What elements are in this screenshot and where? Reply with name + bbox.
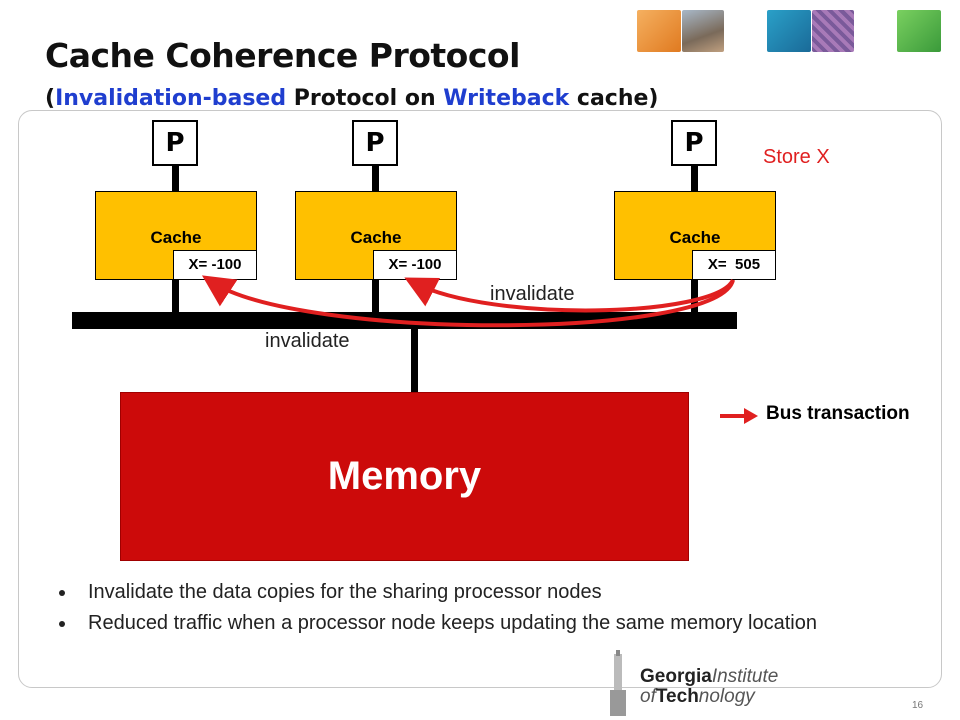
subtitle-highlight-invalidation: Invalidation-based [55, 86, 287, 111]
content-frame [18, 110, 942, 688]
cache-2: Cache X= -100 [295, 191, 457, 280]
store-x-label: Store X [763, 146, 830, 168]
proc-cache-link-1 [172, 166, 179, 191]
bus-transaction-arrow-icon [720, 408, 758, 424]
invalidate-arrow-to-cache-2 [404, 277, 735, 313]
header-decor-image [897, 10, 941, 52]
cache-bus-link-2 [372, 280, 379, 312]
slide-subtitle: (Invalidation-based Protocol on Writebac… [45, 86, 659, 111]
slide-title: Cache Coherence Protocol [45, 36, 520, 75]
bullet-item: Invalidate the data copies for the shari… [55, 580, 855, 605]
legend-bus-transaction: Bus transaction [766, 403, 910, 424]
cache-bus-link-3 [691, 280, 698, 312]
proc-cache-link-2 [372, 166, 379, 191]
cache-1: Cache X= -100 [95, 191, 257, 280]
bus-memory-link [411, 329, 418, 392]
processor-2: P [352, 120, 398, 166]
cache-value-x: X= -100 [173, 250, 257, 280]
header-decor-image [812, 10, 854, 52]
memory-block: Memory [120, 392, 689, 561]
header-decor-image [682, 10, 724, 52]
bullet-list: Invalidate the data copies for the shari… [55, 580, 855, 642]
georgia-tech-logo: GeorgiaInstitute ofTechnology [600, 650, 830, 720]
invalidate-label-upper: invalidate [490, 283, 575, 305]
cache-label: Cache [669, 228, 721, 247]
header-decor-image [767, 10, 811, 52]
cache-bus-link-1 [172, 280, 179, 312]
cache-label: Cache [150, 228, 202, 247]
bullet-item: Reduced traffic when a processor node ke… [55, 611, 855, 636]
cache-label: Cache [350, 228, 402, 247]
invalidate-label-lower: invalidate [265, 330, 350, 352]
proc-cache-link-3 [691, 166, 698, 191]
processor-1: P [152, 120, 198, 166]
invalidate-arrow-to-cache-1 [201, 275, 735, 328]
subtitle-highlight-writeback: Writeback [443, 86, 570, 111]
page-number: 16 [912, 700, 924, 711]
tower-icon [610, 650, 626, 716]
cache-3: Cache X= 505 [614, 191, 776, 280]
cache-value-x: X= 505 [692, 250, 776, 280]
processor-3: P [671, 120, 717, 166]
header-decor-image [637, 10, 681, 52]
